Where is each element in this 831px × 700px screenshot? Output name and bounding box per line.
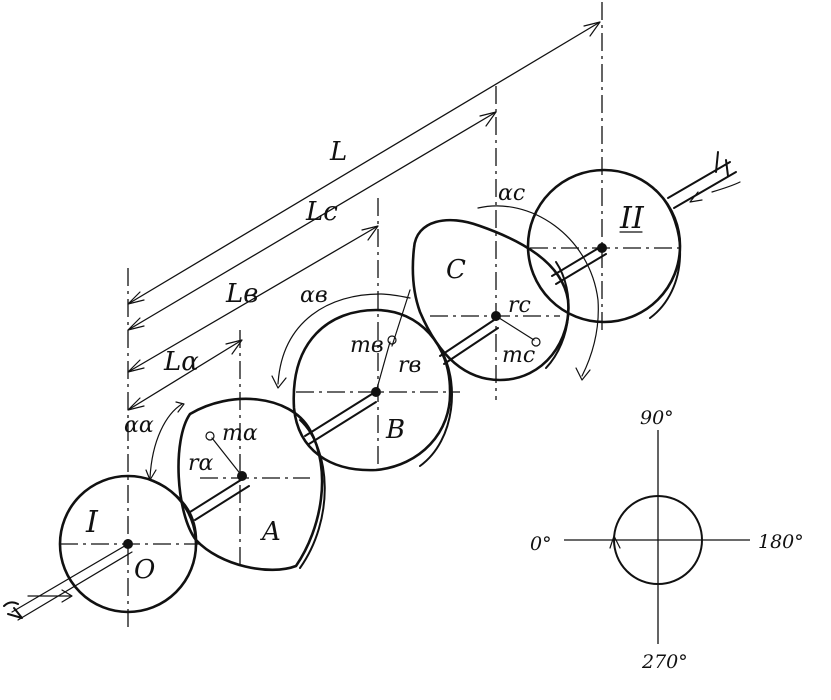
radius-a-label: rα [188, 451, 214, 476]
disk-c-rim [545, 261, 570, 369]
dim-La-arrow-right [225, 339, 243, 355]
dim-Lb-arrow-left [127, 359, 145, 373]
reference-circle [613, 495, 703, 585]
dim-La-label: Lα [163, 347, 199, 377]
reference-direction-arrow [609, 535, 621, 549]
disk-c: C rc mc [411, 218, 570, 382]
disk-b-label: B [385, 415, 405, 445]
reference-label-right: 180° [758, 531, 804, 553]
disk-a-face [177, 397, 324, 572]
angle-b-arrowhead [271, 375, 287, 389]
mass-b-point [387, 335, 397, 345]
origin-label: O [134, 555, 155, 585]
disk-b-face [292, 308, 452, 472]
disk-a: A rα mα [177, 397, 326, 572]
shaft-segment-ab [304, 393, 373, 437]
angle-b-leader [391, 289, 411, 347]
radius-c-label: rc [508, 293, 531, 318]
angle-b-arc [277, 293, 411, 385]
angle-a-arrowhead-top [175, 401, 185, 413]
mass-c-point [531, 337, 541, 347]
disk-c-label: C [446, 255, 466, 285]
shaft-left-tip [3, 601, 23, 619]
dim-L-arrow-right [583, 21, 601, 37]
disk-a-label: A [260, 517, 281, 547]
angle-reference: 90° 180° 270° 0° [530, 407, 804, 673]
reference-label-top: 90° [640, 407, 674, 429]
dim-Lc-arrow-left [127, 317, 145, 331]
shaft-segment-ia [189, 477, 245, 513]
shaft-right-tip [715, 151, 729, 177]
angle-a-label: αα [124, 413, 154, 438]
radius-b-line [375, 341, 391, 393]
mass-a-point [205, 431, 215, 441]
mass-b-label: mв [350, 333, 384, 358]
rotation-arrowhead-right [689, 191, 703, 203]
disk-ii-rim [649, 189, 682, 319]
disk-ii: II [526, 168, 682, 324]
dim-L-label: L [329, 137, 347, 167]
angle-c-label: αc [498, 181, 525, 206]
rotation-arrow-left [27, 589, 73, 603]
dim-Lc-label: Lc [305, 197, 338, 227]
mass-a-label: mα [222, 421, 258, 446]
disk-ii-hub [597, 243, 607, 253]
disk-i-hub [123, 539, 133, 549]
dim-Lb-arrow-right [361, 225, 379, 241]
dim-L-line [127, 21, 601, 305]
radius-b-label: rв [398, 353, 421, 378]
shaft-segment-ab-edge [308, 401, 377, 445]
dim-L-arrow-left [127, 291, 145, 305]
angle-c-arrowhead [575, 367, 591, 381]
dim-Lb-line [127, 225, 379, 373]
radius-c-line [495, 315, 535, 341]
disk-a-rim [299, 419, 326, 569]
disk-i-label: I [85, 505, 99, 540]
disk-i: I O [58, 474, 198, 614]
angle-marks: αα αв αc [124, 181, 599, 481]
shaft-right-end [667, 161, 731, 199]
dimensions: L Lc Lв Lα [127, 21, 601, 411]
disk-b-rim [419, 347, 453, 467]
mass-c-label: mc [502, 343, 535, 368]
disk-c-face [411, 218, 570, 382]
reference-label-left: 0° [530, 533, 552, 555]
shaft-segment-bc [439, 319, 495, 357]
axis-lines [60, 2, 680, 630]
radius-a-line [211, 437, 243, 477]
angle-c-arc [477, 205, 599, 377]
angle-a-arrowhead-bottom [145, 469, 157, 481]
dim-La-line [127, 339, 243, 411]
angle-b-label: αв [300, 283, 328, 308]
dim-Lc-line [127, 111, 497, 331]
shaft-segment-bc-edge [443, 327, 499, 365]
disk-ii-label: II [619, 201, 645, 236]
angle-a-arc [149, 403, 183, 479]
dim-La-arrow-left [127, 397, 145, 411]
shaft [3, 151, 741, 621]
dim-Lb-label: Lв [225, 279, 258, 309]
dim-Lc-arrow-right [479, 111, 497, 127]
rotation-arrow-right [711, 181, 741, 193]
shaft-right-end-edge [673, 171, 737, 209]
reference-label-bottom: 270° [641, 651, 688, 673]
disk-b: B rв mв [292, 308, 453, 472]
